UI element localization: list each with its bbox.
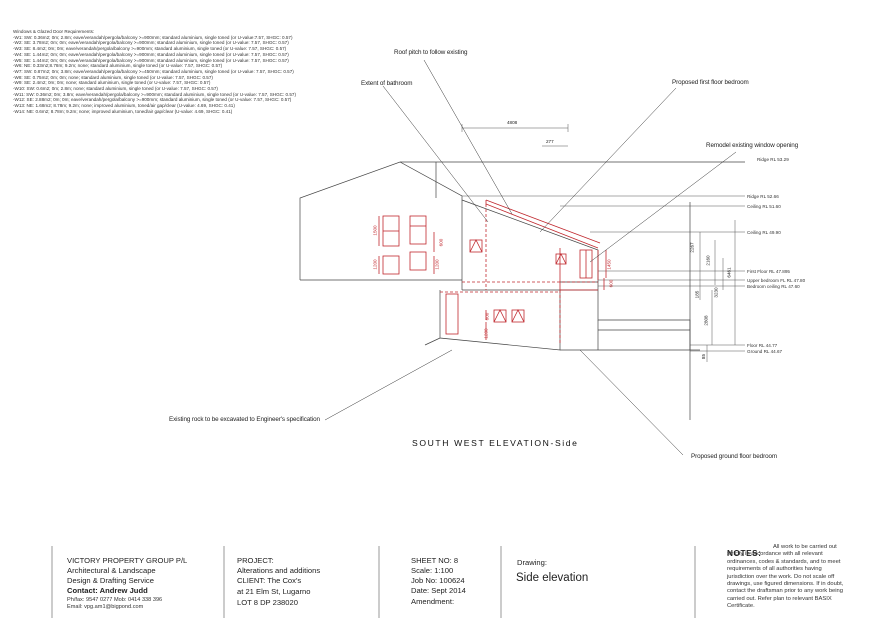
terrain bbox=[424, 337, 441, 346]
annotation-remodel-window: Remodel existing window opening bbox=[706, 142, 799, 149]
dimension-w1-b: 1200 bbox=[372, 259, 378, 270]
drawing-label: Drawing: bbox=[517, 558, 547, 567]
company-name: VICTORY PROPERTY GROUP P/L bbox=[67, 556, 188, 565]
rear-gable-outline bbox=[299, 161, 463, 290]
drawing-title: SOUTH WEST ELEVATION-Side bbox=[412, 438, 579, 448]
window-w2 bbox=[409, 215, 427, 245]
client-name: CLIENT: The Cox's bbox=[237, 576, 302, 585]
company-email: Email: vpg.am1@bigpond.com bbox=[67, 604, 144, 610]
level-upper-bedroom: Upper bedroom FL RL 47.80 bbox=[747, 278, 806, 283]
requirements-heading: Windows & Glazed Door Requirements: bbox=[13, 29, 95, 34]
requirement-row: -W2: SE: 3.78m2; 0m; 0m; eave/verandah/p… bbox=[13, 40, 289, 46]
annotation-rock: Existing rock to be excavated to Enginee… bbox=[169, 416, 320, 423]
dimension-w2-a: 600 bbox=[438, 238, 444, 247]
company-services-1: Architectural & Landscape bbox=[67, 566, 156, 575]
dimension-w5: 1200 bbox=[483, 328, 489, 339]
requirement-row: -W3: SE: 8.4m2; 0m; 0m; eave/verandah/pe… bbox=[13, 46, 287, 52]
level-bedroom-ceiling: Bedroom ceiling RL 47.60 bbox=[747, 284, 800, 289]
dimension-2267: 2267 bbox=[689, 242, 695, 253]
requirement-row: -W9: SE: 2.4m2; 0m; 0m; none; standard a… bbox=[13, 80, 211, 86]
sheet-date: Date: Sept 2014 bbox=[411, 586, 466, 595]
dimension-w4: 600 bbox=[608, 279, 614, 288]
window-ground-2 bbox=[511, 309, 525, 323]
job-number: Job No: 100624 bbox=[411, 576, 465, 585]
sheet-scale: Scale: 1:100 bbox=[411, 566, 454, 575]
drawing-name: Side elevation bbox=[516, 572, 589, 584]
dimension-w3: 1450 bbox=[606, 259, 612, 270]
dimension-top-long: 4808 bbox=[507, 120, 518, 125]
window-requirements: Windows & Glazed Door Requirements: -W1:… bbox=[13, 29, 296, 115]
new-roof-pitch-2 bbox=[485, 200, 599, 249]
company-phone: Ph/fax: 9547 0277 Mob: 0414 338 396 bbox=[67, 597, 163, 603]
dimension-w2-b: 1200 bbox=[434, 259, 440, 270]
level-ridge: Ridge RL 52.66 bbox=[747, 194, 779, 199]
requirement-row: -W10: SW: 0.6m2; 0m; 2.8m; none; standar… bbox=[13, 86, 218, 92]
dimension-185: 185 bbox=[694, 290, 700, 299]
project-label: PROJECT: bbox=[237, 556, 274, 565]
requirement-row: -W6: NE: 0.33m2;8.78m; 9.2m; none; stand… bbox=[13, 63, 223, 69]
level-floor: Floor RL 44.77 bbox=[747, 343, 778, 348]
annotation-ground-floor-bedroom: Proposed ground floor bedroom bbox=[691, 453, 778, 460]
requirement-row: -W13: NE: 1.68m2; 8.78m; 9.2m; none; imp… bbox=[13, 103, 235, 109]
window-w3 bbox=[469, 239, 483, 253]
dimension-6461: 6461 bbox=[726, 267, 732, 278]
dimension-small-600: 600 bbox=[484, 312, 490, 321]
requirement-row: -W12: SE: 2.88m2; 0m; 0m; eave/verandah/… bbox=[13, 97, 292, 103]
requirement-row: -W1: SW: 0.36m2; 0m; 2.8m; eave/verandah… bbox=[13, 34, 293, 40]
dimension-3230: 3230 bbox=[713, 287, 719, 298]
project-address: at 21 Elm St, Lugarno bbox=[237, 587, 311, 596]
company-contact: Contact: Andrew Judd bbox=[67, 586, 148, 595]
level-ground: Ground RL 44.67 bbox=[747, 349, 783, 354]
requirements-list: -W1: SW: 0.36m2; 0m; 2.8m; eave/verandah… bbox=[13, 35, 296, 115]
dimension-2160: 2160 bbox=[705, 255, 711, 266]
window-small-1 bbox=[555, 253, 567, 265]
level-ceiling: Ceiling RL 49.90 bbox=[747, 230, 781, 235]
amendment-label: Amendment: bbox=[411, 597, 455, 606]
annotation-first-floor-bedroom: Proposed first floor bedroom bbox=[672, 79, 749, 86]
requirement-row: -W8: SE: 0.75m2; 0m; 0m; none; standard … bbox=[13, 74, 213, 80]
dimension-2808: 2808 bbox=[703, 315, 709, 326]
notes-body: All work to be carried out strictly in a… bbox=[727, 544, 844, 610]
company-services-2: Design & Drafting Service bbox=[67, 576, 154, 585]
dimension-w1-a: 1500 bbox=[372, 225, 378, 236]
project-lot: LOT 8 DP 238020 bbox=[237, 598, 298, 607]
dimension-top-short: 277 bbox=[546, 139, 554, 144]
requirement-row: -W4: SE: 1.44m2; 0m; 0m; eave/verandah/p… bbox=[13, 51, 289, 57]
new-roof-pitch bbox=[485, 199, 601, 244]
annotation-extent-bathroom: Extent of bathroom bbox=[361, 80, 413, 87]
requirement-row: -W14: NE: 0.6m2; 8.78m; 9.2m; none; impr… bbox=[13, 108, 233, 114]
requirement-row: -W7: SW: 0.87m2; 0m; 3.8m; eave/verandah… bbox=[13, 68, 294, 74]
window-ground-1 bbox=[493, 309, 507, 323]
sheet-number: SHEET NO: 8 bbox=[411, 556, 459, 565]
lower-right-building bbox=[560, 281, 691, 350]
requirement-row: -W11: SW: 0.36m2; 0m; 3.8m; eave/veranda… bbox=[13, 91, 296, 97]
level-first-floor: First Floor RL 47.895 bbox=[747, 269, 790, 274]
requirement-row: -W5: SE: 1.44m2; 0m; 0m; eave/verandah/p… bbox=[13, 57, 289, 63]
dimension-85: 85 bbox=[701, 353, 707, 360]
level-ridge-top: Ridge RL 53.29 bbox=[757, 157, 789, 162]
notes-label: NOTES: bbox=[727, 549, 762, 558]
project-name: Alterations and additions bbox=[237, 566, 321, 575]
window-ground-door bbox=[445, 293, 459, 335]
annotation-roof-pitch: Roof pitch to follow existing bbox=[394, 49, 468, 56]
level-ceiling-upper: Ceiling RL 51.60 bbox=[747, 204, 781, 209]
